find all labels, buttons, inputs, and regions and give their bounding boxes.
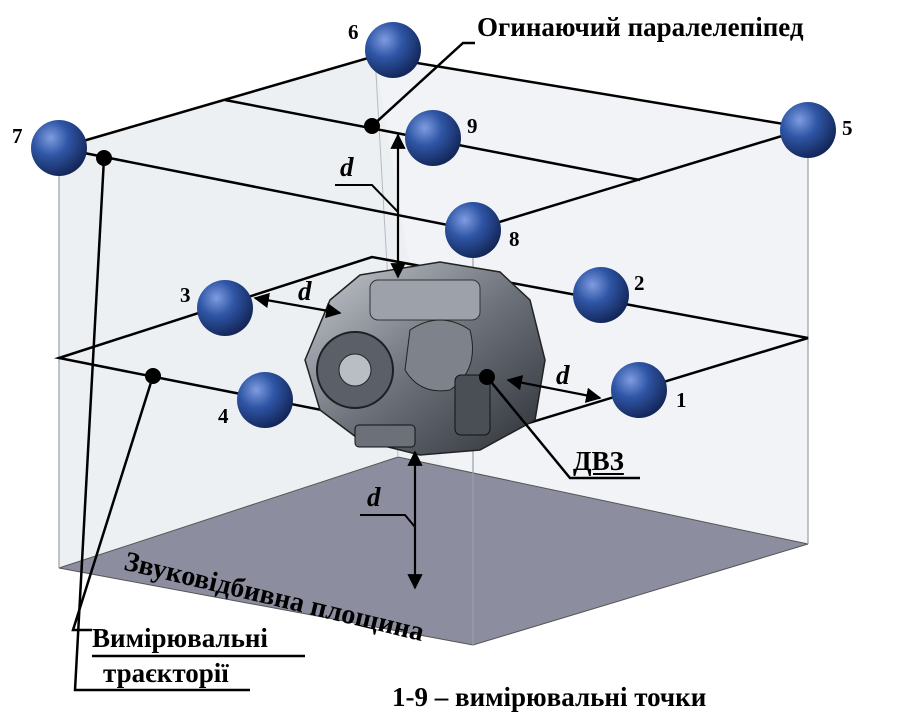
point-label-7: 7 (12, 124, 23, 148)
sphere-point-8 (445, 202, 501, 258)
trajectory-dot-mid (145, 368, 161, 384)
distance-label-top: d (340, 152, 354, 182)
points-caption: 1-9 – вимірювальні точки (392, 682, 707, 712)
leader-envelope (371, 41, 475, 127)
point-label-8: 8 (509, 227, 520, 251)
point-label-6: 6 (348, 20, 359, 44)
callout-leaders (71, 41, 640, 692)
trajectory-dot-top (96, 150, 112, 166)
trajectories-title-line2: траєкторії (103, 658, 229, 688)
measurement-points (31, 22, 836, 428)
engine-title: ДВЗ (573, 446, 624, 476)
trajectories-title-line1: Вимірювальні (92, 623, 268, 653)
point-label-3: 3 (180, 283, 191, 307)
sphere-point-9 (405, 110, 461, 166)
point-label-2: 2 (634, 271, 645, 295)
sphere-point-6 (365, 22, 421, 78)
envelope-title: Огинаючий паралелепіпед (477, 12, 804, 42)
leader-trajectory-top (73, 157, 250, 692)
point-label-1: 1 (676, 388, 687, 412)
sphere-point-5 (780, 102, 836, 158)
leader-trajectory-mid (71, 375, 155, 632)
engine-dot (479, 369, 495, 385)
engine-model (304, 261, 546, 456)
sphere-point-3 (197, 280, 253, 336)
envelope-dot (364, 118, 380, 134)
sphere-point-2 (573, 267, 629, 323)
point-label-9: 9 (467, 114, 478, 138)
sphere-point-7 (31, 120, 87, 176)
sphere-point-4 (237, 372, 293, 428)
envelope-box (58, 55, 809, 646)
point-label-4: 4 (218, 404, 229, 428)
arrow-right-d (506, 375, 602, 403)
distance-label-right: d (556, 360, 570, 390)
point-label-5: 5 (842, 116, 853, 140)
distance-arrows (253, 133, 602, 590)
leader-engine (486, 376, 640, 480)
distance-label-bottom: d (367, 482, 381, 512)
sphere-point-1 (611, 362, 667, 418)
arrow-left-d (253, 292, 342, 319)
distance-label-left: d (298, 276, 312, 306)
